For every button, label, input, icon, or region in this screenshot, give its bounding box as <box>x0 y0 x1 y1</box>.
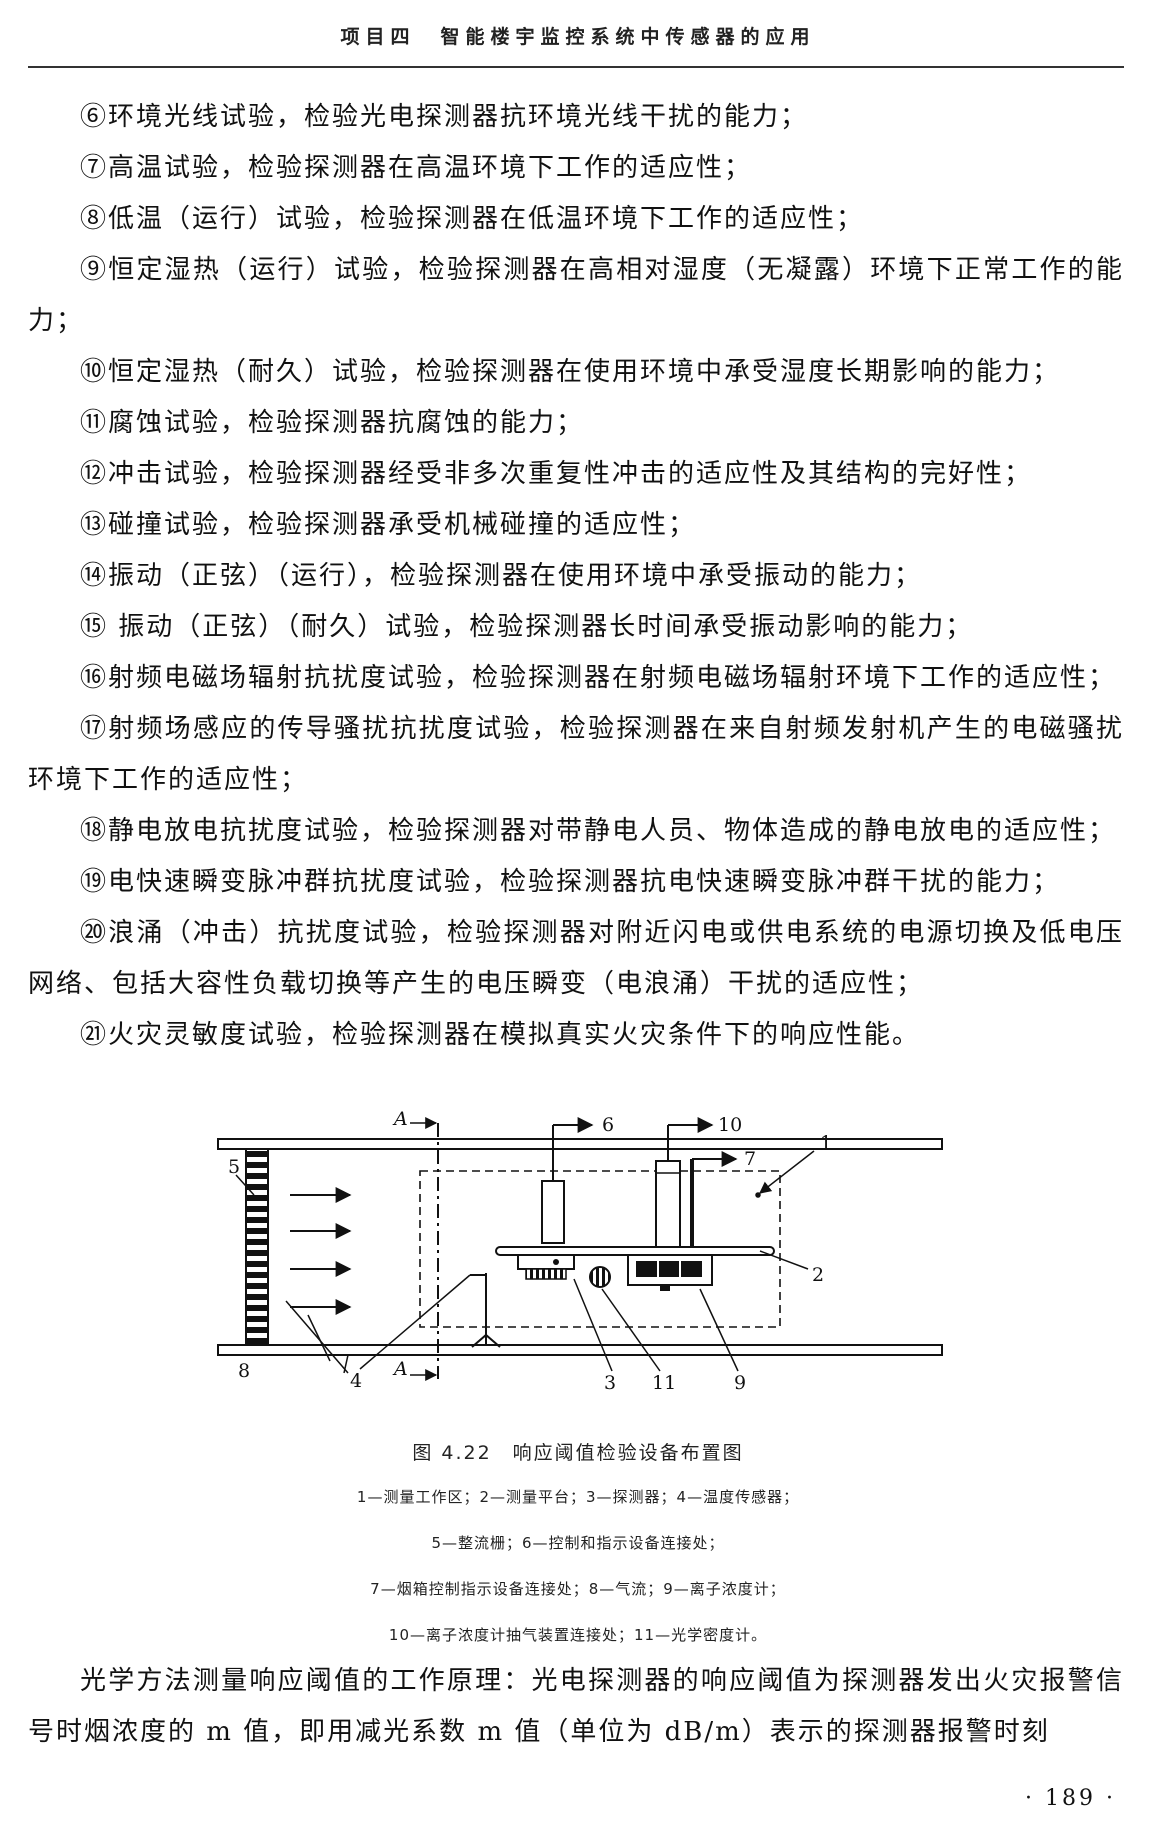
label-11: 11 <box>652 1372 676 1394</box>
paragraph-item-21: ㉑火灾灵敏度试验，检验探测器在模拟真实火灾条件下的响应性能。 <box>80 1020 921 1050</box>
closing-text: 光学方法测量响应阈值的工作原理：光电探测器的响应阈值为探测器发出火灾报警信号时烟… <box>28 1656 1124 1758</box>
label-7: 7 <box>744 1148 756 1170</box>
airflow-arrows <box>290 1187 352 1315</box>
legend-line-1: 1—测量工作区；2—测量平台；3—探测器；4—温度传感器； <box>356 1488 800 1506</box>
section-label-top: A <box>392 1108 408 1130</box>
label-6: 6 <box>602 1114 614 1136</box>
control-connection <box>541 1117 594 1244</box>
paragraph-item-15: ⑮ 振动（正弦）（耐久）试验，检验探测器长时间承受振动影响的能力； <box>80 612 974 642</box>
label-5: 5 <box>228 1156 240 1178</box>
detector <box>517 1254 575 1280</box>
paragraph-item-16: ⑯射频电磁场辐射抗扰度试验，检验探测器在射频电磁场辐射环境下工作的适应性； <box>80 663 1117 693</box>
label-2: 2 <box>812 1264 824 1286</box>
measurement-zone <box>419 1170 781 1328</box>
temperature-sensor <box>470 1273 501 1348</box>
leader-lines <box>235 1150 815 1374</box>
optical-density-meter <box>589 1266 611 1288</box>
paragraph-item-6: ⑥环境光线试验，检验光电探测器抗环境光线干扰的能力； <box>80 102 809 132</box>
closing-paragraph: 光学方法测量响应阈值的工作原理：光电探测器的响应阈值为探测器发出火灾报警信号时烟… <box>28 1666 1124 1747</box>
paragraph-item-11: ⑪腐蚀试验，检验探测器抗腐蚀的能力； <box>80 408 585 438</box>
paragraph-item-13: ⑬碰撞试验，检验探测器承受机械碰撞的适应性； <box>80 510 697 540</box>
diagram-labels: 1 2 3 4 5 6 7 8 9 10 11 A A <box>228 1108 832 1394</box>
paragraph-item-9: ⑨恒定湿热（运行）试验，检验探测器在高相对湿度（无凝露）环境下正常工作的能力； <box>28 255 1124 336</box>
rectifier-grid <box>245 1148 269 1346</box>
equipment-diagram: 1 2 3 4 5 6 7 8 9 10 11 A A <box>200 1063 960 1403</box>
paragraph-item-14: ⑭振动（正弦）（运行），检验探测器在使用环境中承受振动的能力； <box>80 561 923 591</box>
label-10: 10 <box>718 1114 742 1136</box>
paragraph-item-12: ⑫冲击试验，检验探测器经受非多次重复性冲击的适应性及其结构的完好性； <box>80 459 1033 489</box>
ion-concentration-meter <box>627 1254 713 1291</box>
section-label-bottom: A <box>392 1358 408 1380</box>
label-4: 4 <box>350 1370 362 1392</box>
legend-line-2: 5—整流栅；6—控制和指示设备连接处； <box>431 1534 725 1552</box>
label-8: 8 <box>238 1360 250 1382</box>
paragraph-item-17: ⑰射频场感应的传导骚扰抗扰度试验，检验探测器在来自射频发射机产生的电磁骚扰环境下… <box>28 714 1124 795</box>
paragraph-item-7: ⑦高温试验，检验探测器在高温环境下工作的适应性； <box>80 153 753 183</box>
body-text: ⑥环境光线试验，检验光电探测器抗环境光线干扰的能力； ⑦高温试验，检验探测器在高… <box>28 92 1124 1061</box>
page-number: · 189 · <box>1025 1786 1116 1811</box>
legend-line-3: 7—烟箱控制指示设备连接处；8—气流；9—离子浓度计； <box>370 1580 786 1598</box>
section-line-a <box>410 1117 439 1381</box>
paragraph-item-8: ⑧低温（运行）试验，检验探测器在低温环境下工作的适应性； <box>80 204 865 234</box>
paragraph-item-10: ⑩恒定湿热（耐久）试验，检验探测器在使用环境中承受湿度长期影响的能力； <box>80 357 1061 387</box>
label-1: 1 <box>820 1132 832 1154</box>
label-9: 9 <box>734 1372 746 1394</box>
smoke-box-connection <box>690 1151 738 1247</box>
label-3: 3 <box>604 1372 616 1394</box>
paragraph-item-18: ⑱静电放电抗扰度试验，检验探测器对带静电人员、物体造成的静电放电的适应性； <box>80 816 1117 846</box>
legend-line-4: 10—离子浓度计抽气装置连接处；11—光学密度计。 <box>388 1626 768 1644</box>
measuring-platform <box>495 1246 775 1256</box>
duct-walls <box>217 1138 943 1356</box>
paragraph-item-20: ⑳浪涌（冲击）抗扰度试验，检验探测器对附近闪电或供电系统的电源切换及低电压网络、… <box>28 918 1124 999</box>
paragraph-item-19: ⑲电快速瞬变脉冲群抗扰度试验，检验探测器抗电快速瞬变脉冲群干扰的能力； <box>80 867 1061 897</box>
running-header: 项目四 智能楼宇监控系统中传感器的应用 <box>340 26 816 48</box>
figure-caption: 图 4.22 响应阈值检验设备布置图 <box>412 1442 744 1464</box>
header-rule <box>28 66 1124 68</box>
diagram-svg: 1 2 3 4 5 6 7 8 9 10 11 A A <box>217 1108 943 1394</box>
